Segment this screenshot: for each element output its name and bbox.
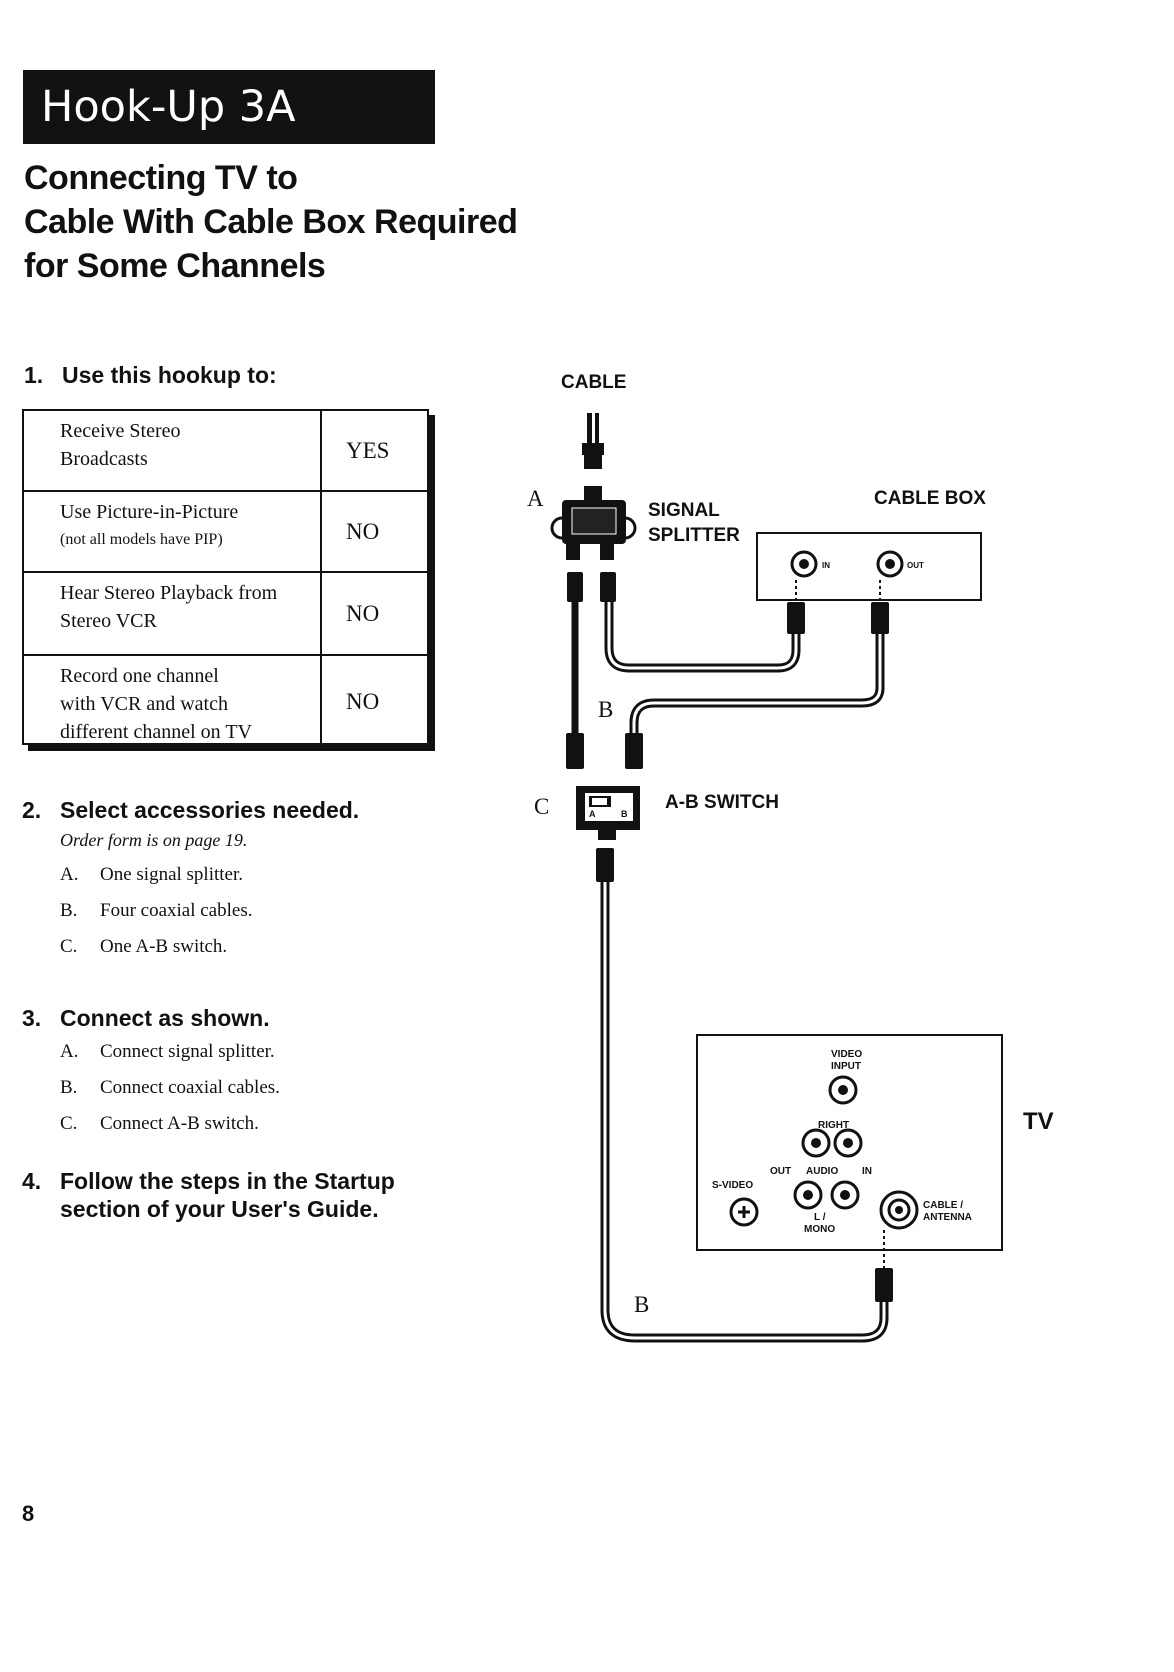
out-label: OUT	[770, 1166, 792, 1177]
use-row-2-note: (not all models have PIP)	[60, 531, 223, 548]
step-2-number: 2.	[22, 797, 42, 823]
accessory-b-letter: B.	[60, 900, 78, 921]
cable-antenna-label-2: ANTENNA	[923, 1212, 972, 1223]
use-table: Receive Stereo Broadcasts YES Use Pictur…	[22, 409, 429, 747]
signal-label: SIGNAL	[648, 500, 720, 521]
accessory-a: A. One signal splitter.	[60, 864, 243, 886]
cable-label: CABLE	[561, 372, 627, 393]
letter-c: C	[534, 794, 550, 819]
audio-label: AUDIO	[806, 1166, 839, 1177]
use-row-4-line-2: with VCR and watch	[60, 693, 228, 715]
use-row-3-answer: NO	[322, 573, 427, 656]
cable-splitter-to-box-hl	[607, 600, 798, 670]
accessory-c-text: One A-B switch.	[100, 936, 228, 957]
title-line-1: Connecting TV to	[24, 159, 298, 197]
cable-antenna-label-1: CABLE /	[923, 1200, 963, 1211]
svideo-label: S-VIDEO	[712, 1180, 754, 1191]
tv-label: TV	[1023, 1108, 1054, 1135]
cable-splitter-to-box	[604, 597, 801, 673]
step-2-heading: 2. Select accessories needed.	[22, 796, 359, 824]
switch-b-label: B	[621, 809, 628, 819]
use-row-4-answer: NO	[346, 688, 380, 714]
box-in-label: IN	[822, 561, 830, 570]
hookup-banner: Hook-Up 3A	[23, 70, 435, 144]
cable-connectors	[566, 572, 893, 1302]
connect-b-text: Connect coaxial cables.	[100, 1077, 280, 1098]
tv-panel-icon	[696, 1034, 1003, 1268]
use-row-4-desc: Record one channel with VCR and watch di…	[24, 656, 322, 747]
in-label: IN	[862, 1166, 872, 1177]
cable-box-icon	[756, 532, 982, 602]
switch-a-label: A	[589, 809, 596, 819]
step-1-number: 1.	[24, 362, 44, 388]
use-row-2-answer: NO	[322, 492, 427, 573]
cable-box-to-switch	[629, 627, 885, 740]
use-row-2-desc: Use Picture-in-Picture (not all models h…	[24, 492, 322, 573]
use-row-3-desc: Hear Stereo Playback from Stereo VCR	[24, 573, 322, 656]
connect-a-text: Connect signal splitter.	[100, 1041, 275, 1062]
use-row-1-answer: YES	[322, 411, 427, 492]
accessory-a-letter: A.	[60, 864, 79, 885]
step-3-label: Connect as shown.	[60, 1005, 270, 1031]
use-row-4-line-3: different channel on TV	[60, 721, 252, 743]
incoming-cable-connector	[582, 413, 604, 469]
use-row-3-line-1: Hear Stereo Playback from	[60, 582, 278, 604]
accessory-b: B. Four coaxial cables.	[60, 900, 252, 922]
step-3-number: 3.	[22, 1005, 42, 1031]
connect-a: A. Connect signal splitter.	[60, 1041, 275, 1063]
step-2-label: Select accessories needed.	[60, 797, 360, 823]
step-4-line-2: section of your User's Guide.	[60, 1196, 379, 1222]
step-1-label: Use this hookup to:	[62, 362, 277, 388]
box-out-label: OUT	[907, 561, 924, 570]
use-row-1-line-2: Broadcasts	[60, 448, 148, 470]
connect-b: B. Connect coaxial cables.	[60, 1077, 280, 1099]
cable-box-label: CABLE BOX	[874, 488, 986, 509]
step-3-heading: 3. Connect as shown.	[22, 1004, 270, 1032]
connect-c: C. Connect A-B switch.	[60, 1113, 259, 1135]
step-1-heading: 1. Use this hookup to:	[24, 361, 277, 389]
page-title: Connecting TV to Cable With Cable Box Re…	[24, 156, 518, 288]
step-4-number: 4.	[22, 1168, 42, 1194]
step-4-line-1: Follow the steps in the Startup	[60, 1168, 395, 1194]
step-4-heading: 4. Follow the steps in the Startup	[22, 1167, 395, 1195]
video-label: VIDEO	[831, 1049, 863, 1060]
coax-cables	[571, 597, 889, 1343]
connect-a-letter: A.	[60, 1041, 79, 1062]
accessory-b-text: Four coaxial cables.	[100, 900, 253, 921]
connect-b-letter: B.	[60, 1077, 78, 1098]
letter-b-lower: B	[634, 1292, 650, 1317]
accessory-c: C. One A-B switch.	[60, 936, 227, 958]
connect-c-text: Connect A-B switch.	[100, 1113, 259, 1134]
l-label: L /	[814, 1212, 826, 1223]
page-number: 8	[22, 1501, 35, 1526]
connect-c-letter: C.	[60, 1113, 78, 1134]
ab-switch-label: A-B SWITCH	[665, 792, 779, 813]
title-line-2: Cable With Cable Box Required	[24, 203, 518, 241]
input-label: INPUT	[831, 1061, 861, 1072]
order-form-note: Order form is on page 19.	[60, 830, 248, 850]
cable-switch-to-tv-hl	[603, 878, 886, 1340]
use-row-2-line-1: Use Picture-in-Picture	[60, 501, 239, 523]
ab-switch-icon	[576, 786, 640, 840]
splitter-label: SPLITTER	[648, 525, 740, 546]
use-row-1-line-1: Receive Stereo	[60, 420, 181, 442]
mono-label: MONO	[804, 1224, 836, 1235]
right-label: RIGHT	[818, 1120, 850, 1131]
title-line-3: for Some Channels	[24, 247, 326, 285]
use-row-4-line-1: Record one channel	[60, 665, 219, 687]
use-row-3-line-2: Stereo VCR	[60, 610, 157, 632]
letter-b-upper: B	[598, 697, 614, 722]
accessory-c-letter: C.	[60, 936, 78, 957]
letter-a: A	[527, 486, 544, 511]
use-row-1-desc: Receive Stereo Broadcasts	[24, 411, 322, 492]
signal-splitter-icon	[550, 486, 637, 560]
accessory-a-text: One signal splitter.	[100, 864, 244, 885]
cable-box-to-switch-hl	[632, 630, 882, 737]
